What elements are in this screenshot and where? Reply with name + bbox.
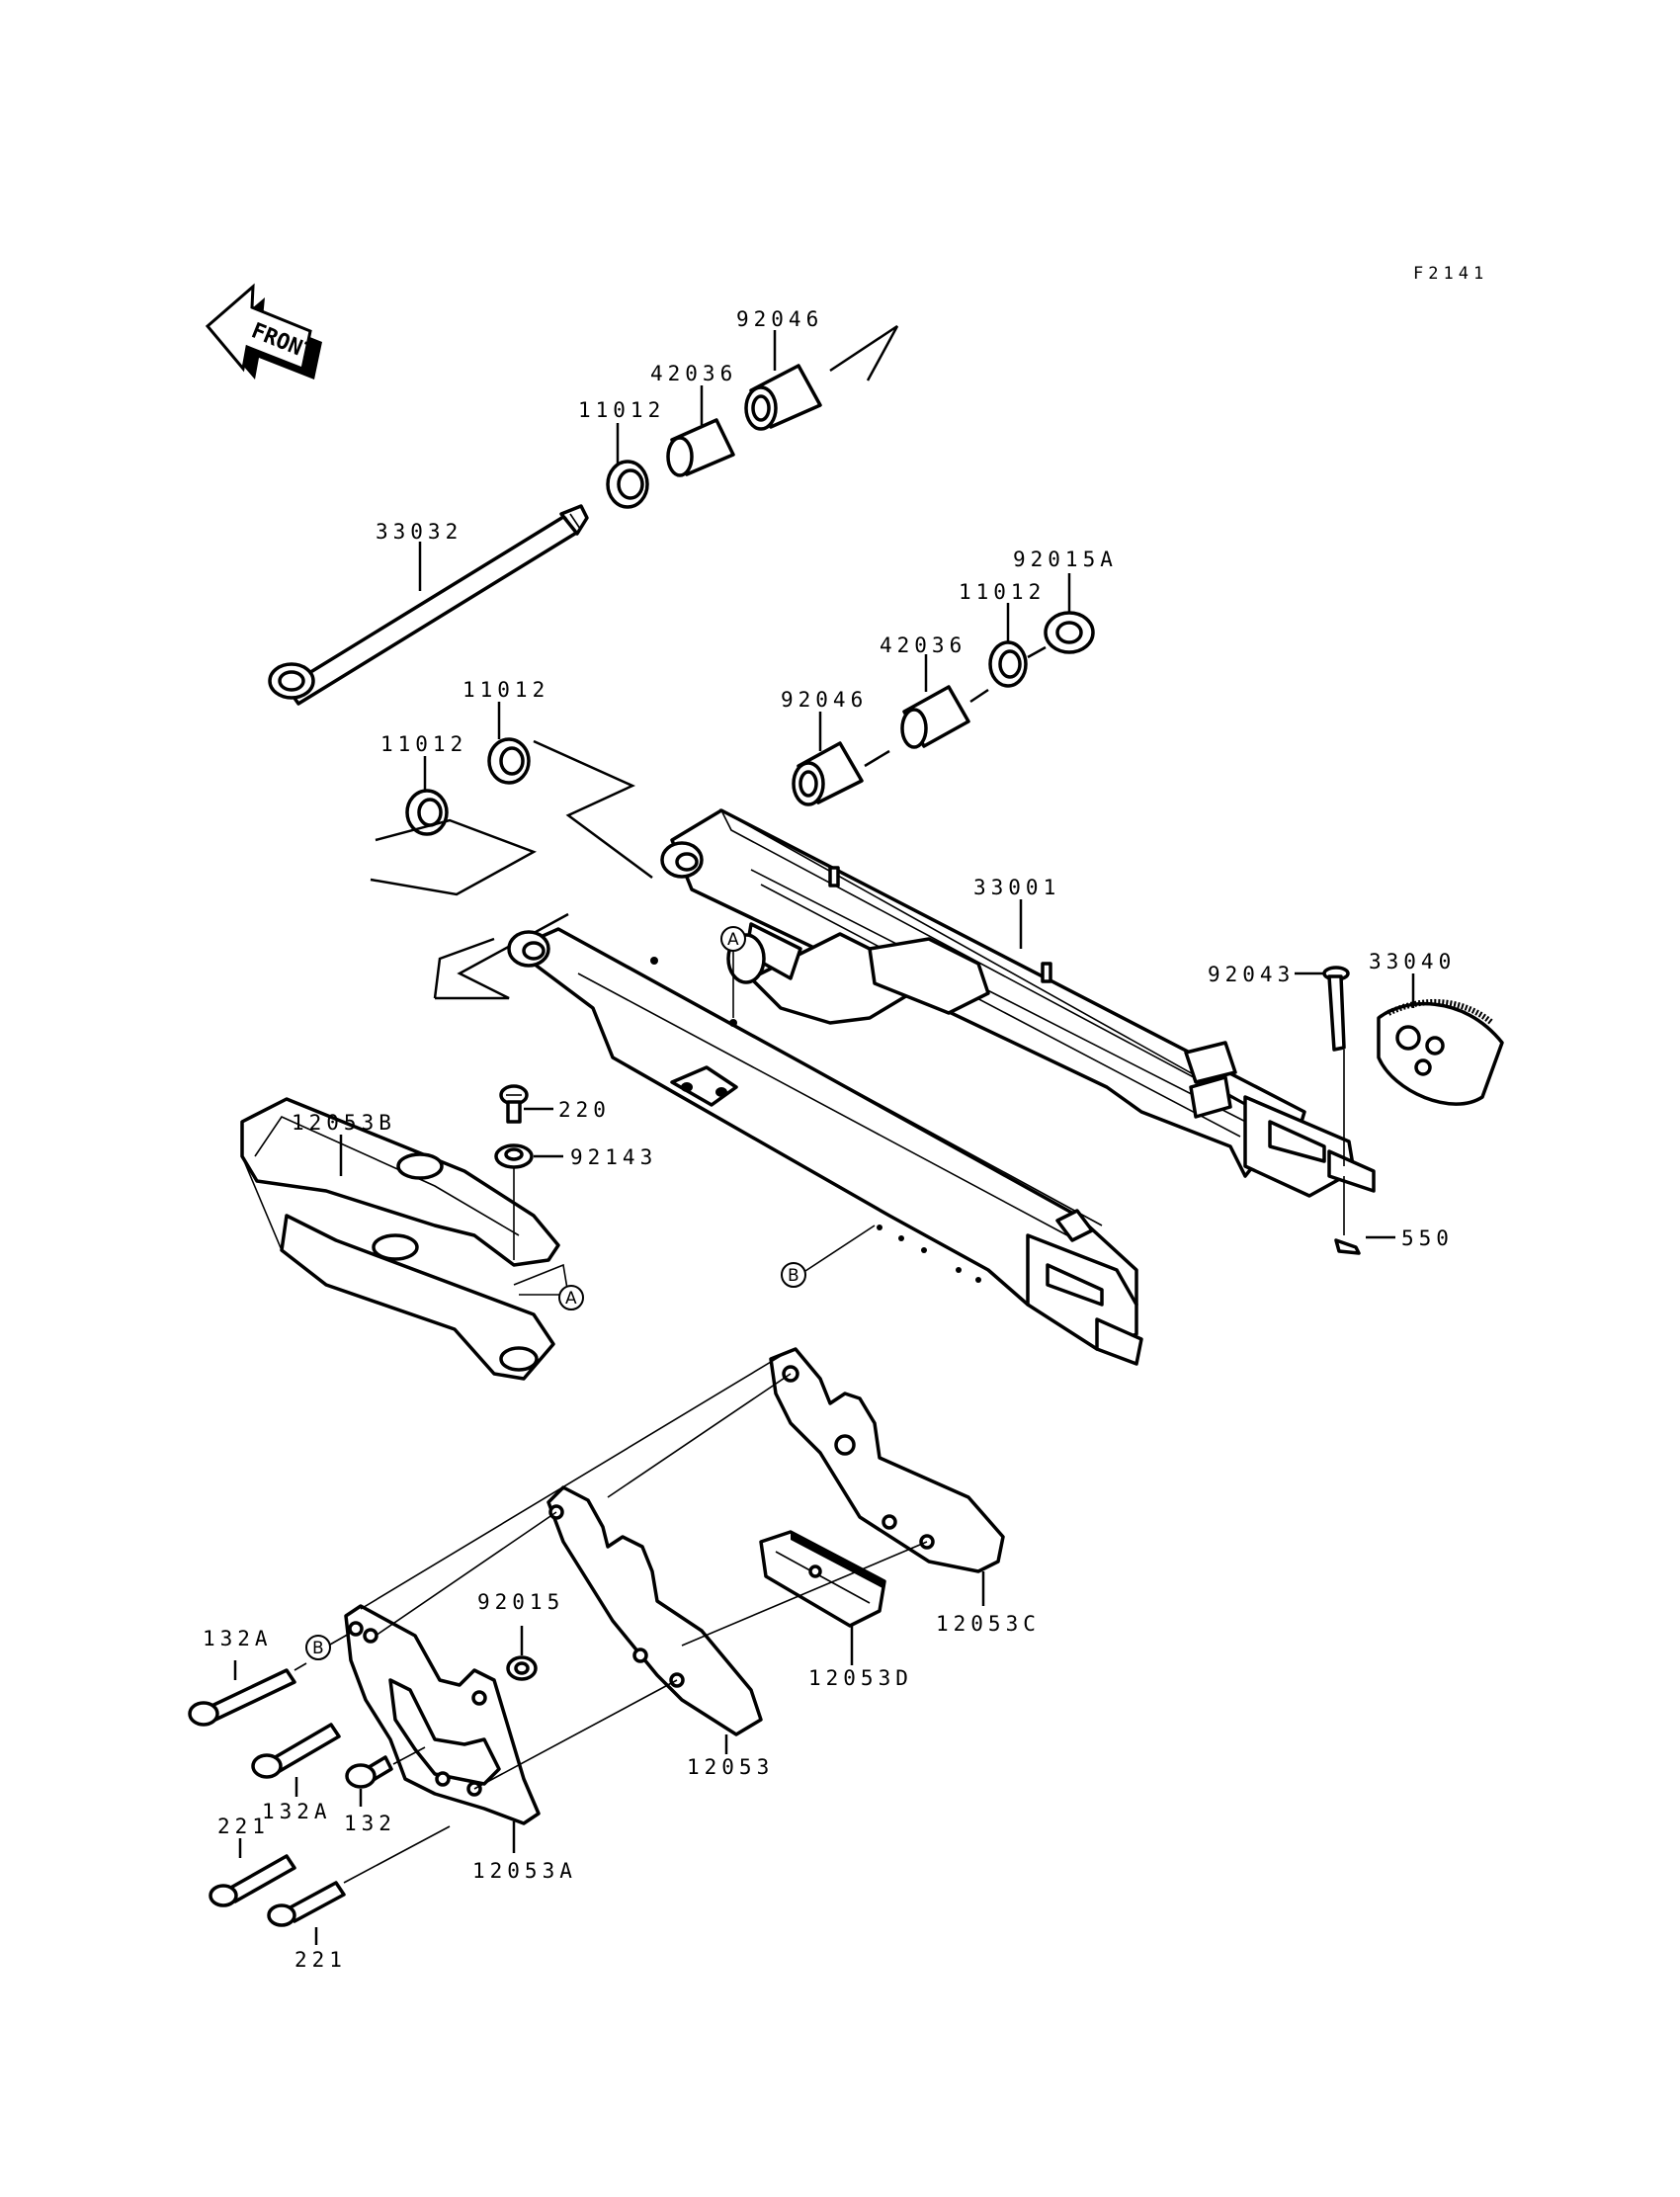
- label-221-bottom: 221: [294, 1948, 347, 1972]
- label-12053D: 12053D: [808, 1666, 913, 1690]
- guide-block-12053D: [759, 1530, 886, 1628]
- label-33040: 33040: [1369, 950, 1456, 973]
- label-12053B: 12053B: [292, 1111, 396, 1135]
- label-11012-top: 11012: [578, 398, 665, 422]
- label-132A-bottom: 132A: [262, 1800, 332, 1823]
- screw-221-top: [209, 1854, 296, 1907]
- screw-221-bottom: [267, 1881, 346, 1927]
- label-92015: 92015: [477, 1590, 564, 1614]
- bolt-132A-top: [188, 1668, 296, 1727]
- label-92046-top: 92046: [736, 307, 823, 331]
- label-42036-top: 42036: [650, 362, 737, 385]
- bushing-92046-right: [792, 741, 864, 806]
- chain-slider-12053B: [240, 1097, 560, 1381]
- label-12053C: 12053C: [936, 1612, 1041, 1636]
- collar-92143: [494, 1143, 534, 1169]
- svg-text:B: B: [312, 1639, 324, 1658]
- seal-11012-right: [988, 640, 1028, 688]
- guide-12053: [546, 1485, 763, 1736]
- label-220: 220: [558, 1098, 611, 1122]
- bolt-132: [345, 1755, 393, 1789]
- sleeve-42036-top: [666, 418, 735, 477]
- diagram-code: F2141: [1413, 264, 1488, 284]
- bushing-92046-top: [744, 364, 822, 431]
- svg-text:B: B: [788, 1266, 799, 1286]
- screw-220: [499, 1084, 529, 1124]
- pivot-shaft-33032: [268, 504, 589, 706]
- cam-33040: [1377, 998, 1504, 1106]
- label-92046-right: 92046: [781, 688, 868, 712]
- seal-11012-left-upper: [487, 737, 531, 785]
- front-arrow-icon: FRONT: [205, 283, 322, 380]
- svg-text:A: A: [565, 1289, 577, 1309]
- bolt-132A-bottom: [251, 1723, 341, 1779]
- label-92015A: 92015A: [1013, 548, 1118, 571]
- nut-92015: [506, 1655, 538, 1681]
- callout-a-swingarm: A: [720, 926, 746, 1018]
- callout-b-guide: B: [305, 1632, 352, 1660]
- pin-92043: [1322, 966, 1350, 1052]
- swingarm-33001: [507, 808, 1376, 1366]
- seal-11012-top: [606, 460, 649, 509]
- label-132A-top: 132A: [203, 1627, 273, 1650]
- label-11012-left-upper: 11012: [462, 678, 549, 702]
- callout-b-swingarm: B: [781, 1225, 876, 1288]
- label-33001: 33001: [973, 876, 1060, 899]
- cotter-pin-550: [1334, 1238, 1361, 1255]
- label-11012-right: 11012: [959, 580, 1046, 604]
- label-33032: 33032: [376, 520, 462, 544]
- nut-92015A: [1044, 611, 1095, 654]
- label-221-top: 221: [217, 1815, 270, 1838]
- guide-plate-12053A: [344, 1604, 541, 1825]
- label-42036-right: 42036: [880, 634, 966, 657]
- label-92143: 92143: [570, 1145, 657, 1169]
- sleeve-42036-right: [900, 685, 970, 749]
- callout-a-slider: A: [558, 1285, 584, 1310]
- label-132: 132: [344, 1812, 396, 1835]
- label-11012-left-lower: 11012: [380, 732, 467, 756]
- label-92043: 92043: [1208, 963, 1295, 986]
- label-12053A: 12053A: [472, 1859, 577, 1883]
- label-550: 550: [1401, 1226, 1454, 1250]
- svg-text:A: A: [727, 930, 739, 950]
- label-12053: 12053: [687, 1755, 774, 1779]
